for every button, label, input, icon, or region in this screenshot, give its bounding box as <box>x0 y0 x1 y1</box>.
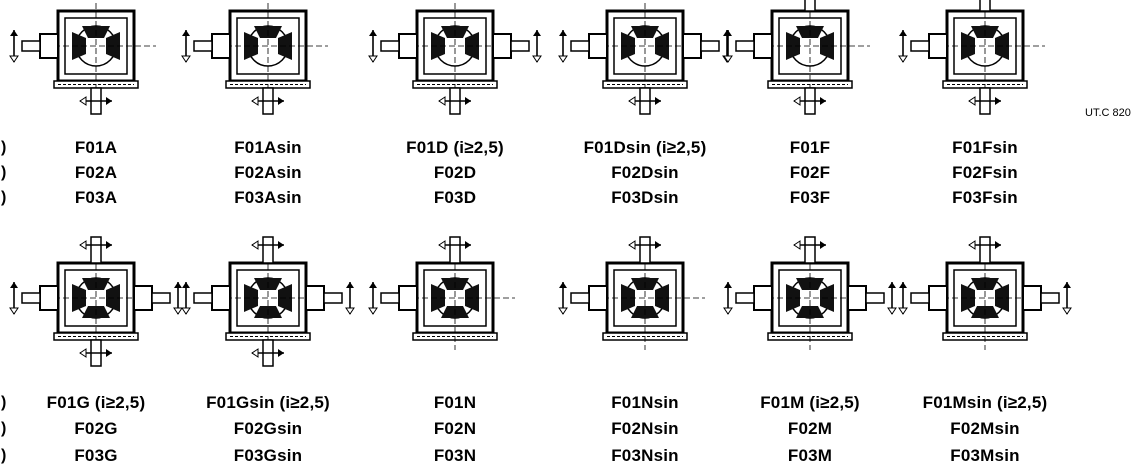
label-asin-2: F02Asin <box>234 163 302 182</box>
label-fsin-2: F02Fsin <box>952 163 1018 182</box>
row-prefix: ) <box>1 447 7 464</box>
gearbox-n <box>368 236 515 350</box>
label-a-1: F01A <box>74 138 118 157</box>
row-prefix: ) <box>1 394 7 411</box>
label-dsin-2: F02Dsin <box>611 163 679 182</box>
label-gsin-3: F03Gsin <box>233 446 303 465</box>
label-m-1: F01M (i≥2,5) <box>760 393 860 412</box>
label-f-1: F01F <box>789 138 831 157</box>
row-prefix: ) <box>1 420 7 437</box>
label-nsin-1: F01Nsin <box>611 393 679 412</box>
drawing-code: UT.C 820 <box>1085 107 1131 119</box>
label-msin-3: F03Msin <box>950 446 1020 465</box>
label-g-2: F02G <box>74 419 118 438</box>
label-d-1: F01D (i≥2,5) <box>406 138 504 157</box>
label-g-3: F03G <box>74 446 118 465</box>
label-a-3: F03A <box>74 188 118 207</box>
label-asin-3: F03Asin <box>234 188 302 207</box>
label-m-2: F02M <box>787 419 833 438</box>
row-prefix: ) <box>1 139 7 156</box>
label-gsin-1: F01Gsin (i≥2,5) <box>206 393 330 412</box>
label-fsin-3: F03Fsin <box>952 188 1018 207</box>
label-d-3: F03D <box>433 188 477 207</box>
label-fsin-1: F01Fsin <box>952 138 1018 157</box>
gearbox-d <box>368 0 542 115</box>
row-prefix: ) <box>1 189 7 206</box>
label-f-3: F03F <box>789 188 831 207</box>
label-n-2: F02N <box>433 419 477 438</box>
label-asin-1: F01Asin <box>234 138 302 157</box>
label-msin-1: F01Msin (i≥2,5) <box>922 393 1048 412</box>
gearbox-nsin <box>558 236 705 350</box>
label-f-2: F02F <box>789 163 831 182</box>
label-dsin-1: F01Dsin (i≥2,5) <box>583 138 707 157</box>
label-n-1: F01N <box>433 393 477 412</box>
gearbox-a <box>9 0 156 115</box>
label-d-2: F02D <box>433 163 477 182</box>
label-nsin-2: F02Nsin <box>611 419 679 438</box>
gearbox-gsin <box>181 236 355 367</box>
gearbox-f <box>723 0 870 115</box>
label-n-3: F03N <box>433 446 477 465</box>
label-m-3: F03M <box>787 446 833 465</box>
gearbox-g <box>9 236 183 367</box>
gearbox-m <box>723 236 897 350</box>
label-gsin-2: F02Gsin <box>233 419 303 438</box>
label-nsin-3: F03Nsin <box>611 446 679 465</box>
gearbox-msin <box>898 236 1072 350</box>
label-g-1: F01G (i≥2,5) <box>46 393 146 412</box>
gearbox-fsin <box>898 0 1045 115</box>
label-a-2: F02A <box>74 163 118 182</box>
label-dsin-3: F03Dsin <box>611 188 679 207</box>
row-prefix: ) <box>1 164 7 181</box>
gearbox-dsin <box>558 0 732 115</box>
label-msin-2: F02Msin <box>950 419 1020 438</box>
gearbox-asin <box>181 0 328 115</box>
